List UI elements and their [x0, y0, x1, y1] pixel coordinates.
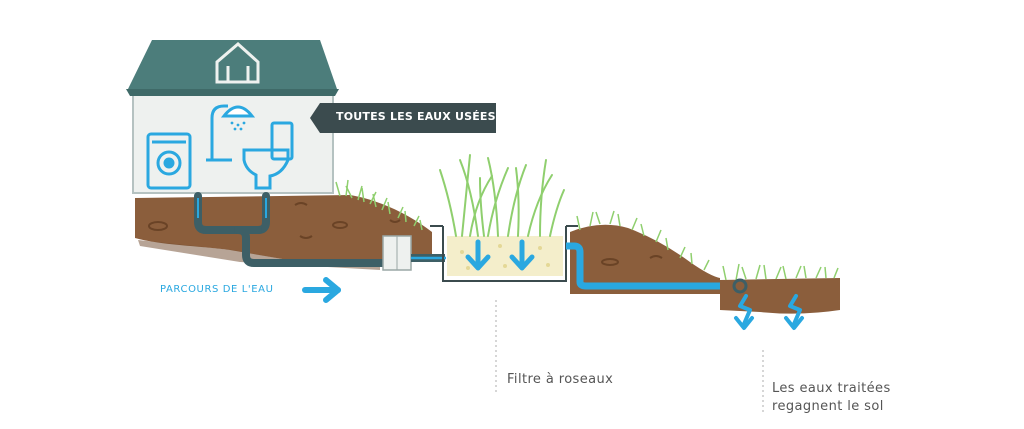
- toilet-icon: [242, 121, 294, 190]
- outflow-pipe: [566, 242, 738, 290]
- reed-filter-label: Filtre à roseaux: [507, 372, 614, 387]
- soil-far-right: [720, 278, 840, 314]
- drain-pipes: [194, 192, 396, 267]
- treated-water-label-line2: regagnent le sol: [772, 399, 884, 414]
- soil-right: [570, 224, 720, 294]
- reed-filter-basin: [430, 225, 578, 282]
- water-path-arrow-icon: [302, 277, 341, 303]
- reeds: [439, 154, 565, 237]
- wastewater-tag: [310, 103, 496, 133]
- grass-right: [576, 210, 710, 271]
- washing-machine-icon: [146, 132, 192, 190]
- grass-far-right: [722, 263, 839, 281]
- wastewater-tag-label: TOUTES LES EAUX USÉES: [336, 110, 496, 123]
- water-path-label: PARCOURS DE L'EAU: [160, 284, 274, 295]
- shower-icon: [206, 104, 256, 162]
- filter-down-arrows: [465, 239, 535, 271]
- treated-water-label-line1: Les eaux traitées: [772, 381, 891, 396]
- grass-left: [335, 179, 423, 231]
- pipe-outlet: [732, 278, 748, 294]
- infiltration-arrows: [734, 294, 804, 330]
- septic-tank: [382, 235, 412, 271]
